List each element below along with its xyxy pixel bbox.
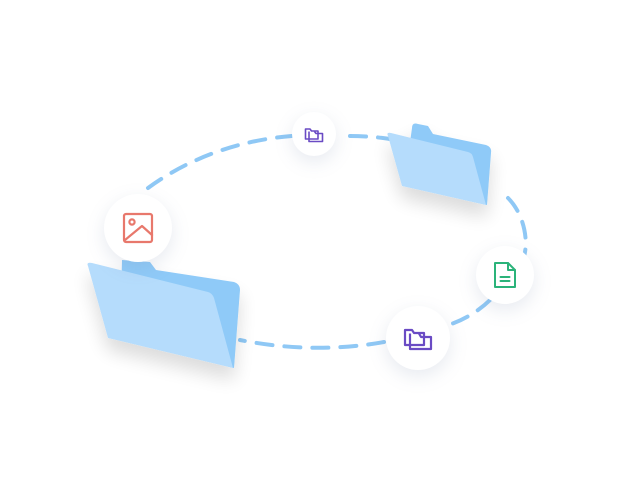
document-icon bbox=[494, 262, 516, 288]
folder-badge bbox=[386, 306, 450, 370]
folder-small bbox=[387, 123, 492, 205]
folder-icon-small bbox=[304, 127, 324, 142]
folder-badge-small bbox=[292, 112, 336, 156]
image-icon bbox=[122, 212, 154, 244]
document-badge bbox=[476, 246, 534, 304]
folder-large bbox=[87, 260, 240, 368]
folder-icon bbox=[403, 328, 433, 350]
image-badge bbox=[104, 194, 172, 262]
